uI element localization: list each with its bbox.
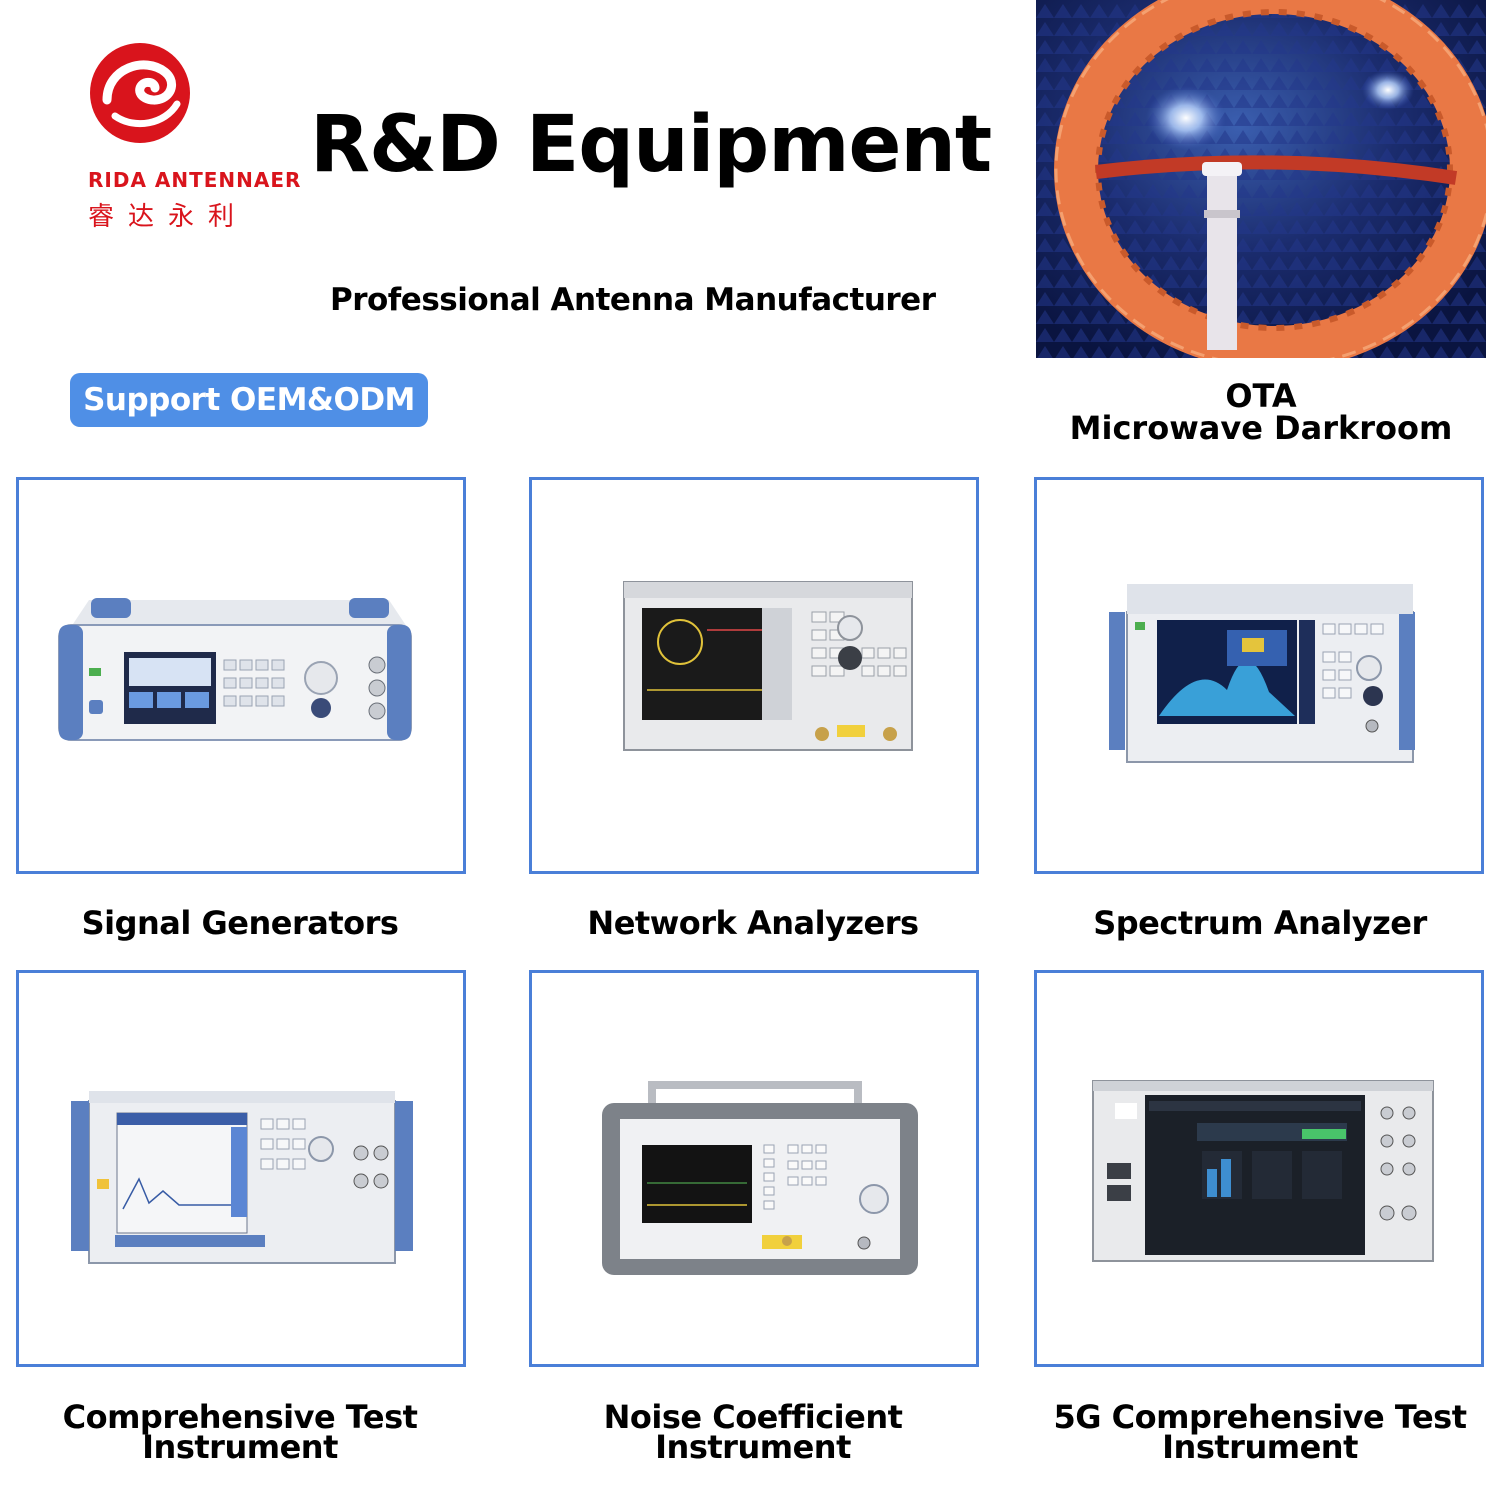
noise-coefficient-image [602, 1081, 918, 1275]
oem-odm-badge[interactable]: Support OEM&ODM [70, 373, 428, 427]
ota-caption-line2: Microwave Darkroom [1069, 409, 1453, 447]
card-signal-generators[interactable] [16, 477, 466, 874]
spectrum-analyzer-image [1109, 584, 1415, 763]
card-comprehensive-test[interactable] [16, 970, 466, 1367]
brand-logo: RIDA ANTENNAER 睿达永利 [40, 30, 300, 232]
network-analyzer-image [623, 581, 913, 751]
card-5g-comprehensive-test[interactable] [1034, 970, 1484, 1367]
comprehensive-test-image [71, 1091, 413, 1264]
caption-noise-coefficient: Noise Coefficient Instrument [603, 1398, 903, 1466]
caption-network-analyzers: Network Analyzers [587, 904, 919, 942]
5g-test-image [1092, 1080, 1434, 1262]
logo-mark-icon [90, 43, 190, 143]
caption-spectrum-analyzer: Spectrum Analyzer [1093, 904, 1427, 942]
page-subtitle: Professional Antenna Manufacturer [330, 282, 936, 318]
card-spectrum-analyzer[interactable] [1034, 477, 1484, 874]
brand-name-cn: 睿达永利 [88, 202, 249, 232]
caption-signal-generators: Signal Generators [81, 904, 399, 942]
card-network-analyzers[interactable] [529, 477, 979, 874]
ota-darkroom-photo [1036, 0, 1486, 358]
ota-caption-line1: OTA [1225, 377, 1297, 415]
card-noise-coefficient[interactable] [529, 970, 979, 1367]
brand-name-en: RIDA ANTENNAER [88, 168, 302, 192]
signal-generator-image [58, 598, 412, 741]
ota-caption: OTA Microwave Darkroom [1036, 380, 1486, 444]
caption-comprehensive-test: Comprehensive Test Instrument [62, 1398, 418, 1466]
page-title: R&D Equipment [310, 100, 992, 190]
caption-5g-comprehensive-test: 5G Comprehensive Test Instrument [1053, 1398, 1467, 1466]
